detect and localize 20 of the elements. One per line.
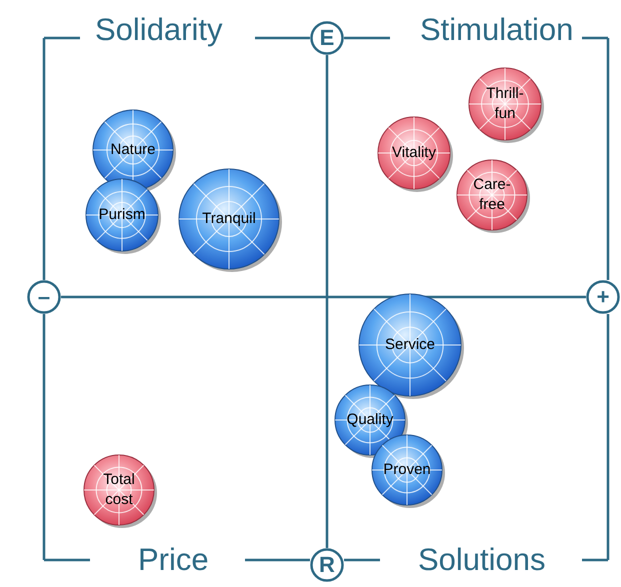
quadrant-title: Stimulation: [420, 12, 574, 48]
axis-sign: +: [596, 287, 610, 307]
axis-sign: –: [38, 287, 50, 307]
bubble-label: Thrill- fun: [485, 84, 525, 124]
bubble-label: Proven: [383, 460, 431, 480]
connector-line: [326, 55, 328, 548]
bubble-label: Purism: [98, 205, 146, 225]
bubble-label: Quality: [346, 410, 394, 430]
bubble-label: Nature: [110, 140, 156, 160]
bubble-label: Total cost: [102, 470, 136, 510]
bubble-label: Service: [384, 335, 436, 355]
quadrant-title: Solidarity: [95, 12, 222, 48]
axis-sign: E: [320, 28, 334, 48]
quadrant-title: Solutions: [418, 542, 546, 578]
quadrant-title: Price: [138, 542, 209, 578]
bubble-label: Tranquil: [202, 209, 256, 229]
bubble-label: Care- free: [472, 175, 512, 215]
connector-line: [61, 296, 586, 298]
bubble-label: Vitality: [392, 143, 436, 163]
axis-sign: R: [319, 555, 335, 575]
